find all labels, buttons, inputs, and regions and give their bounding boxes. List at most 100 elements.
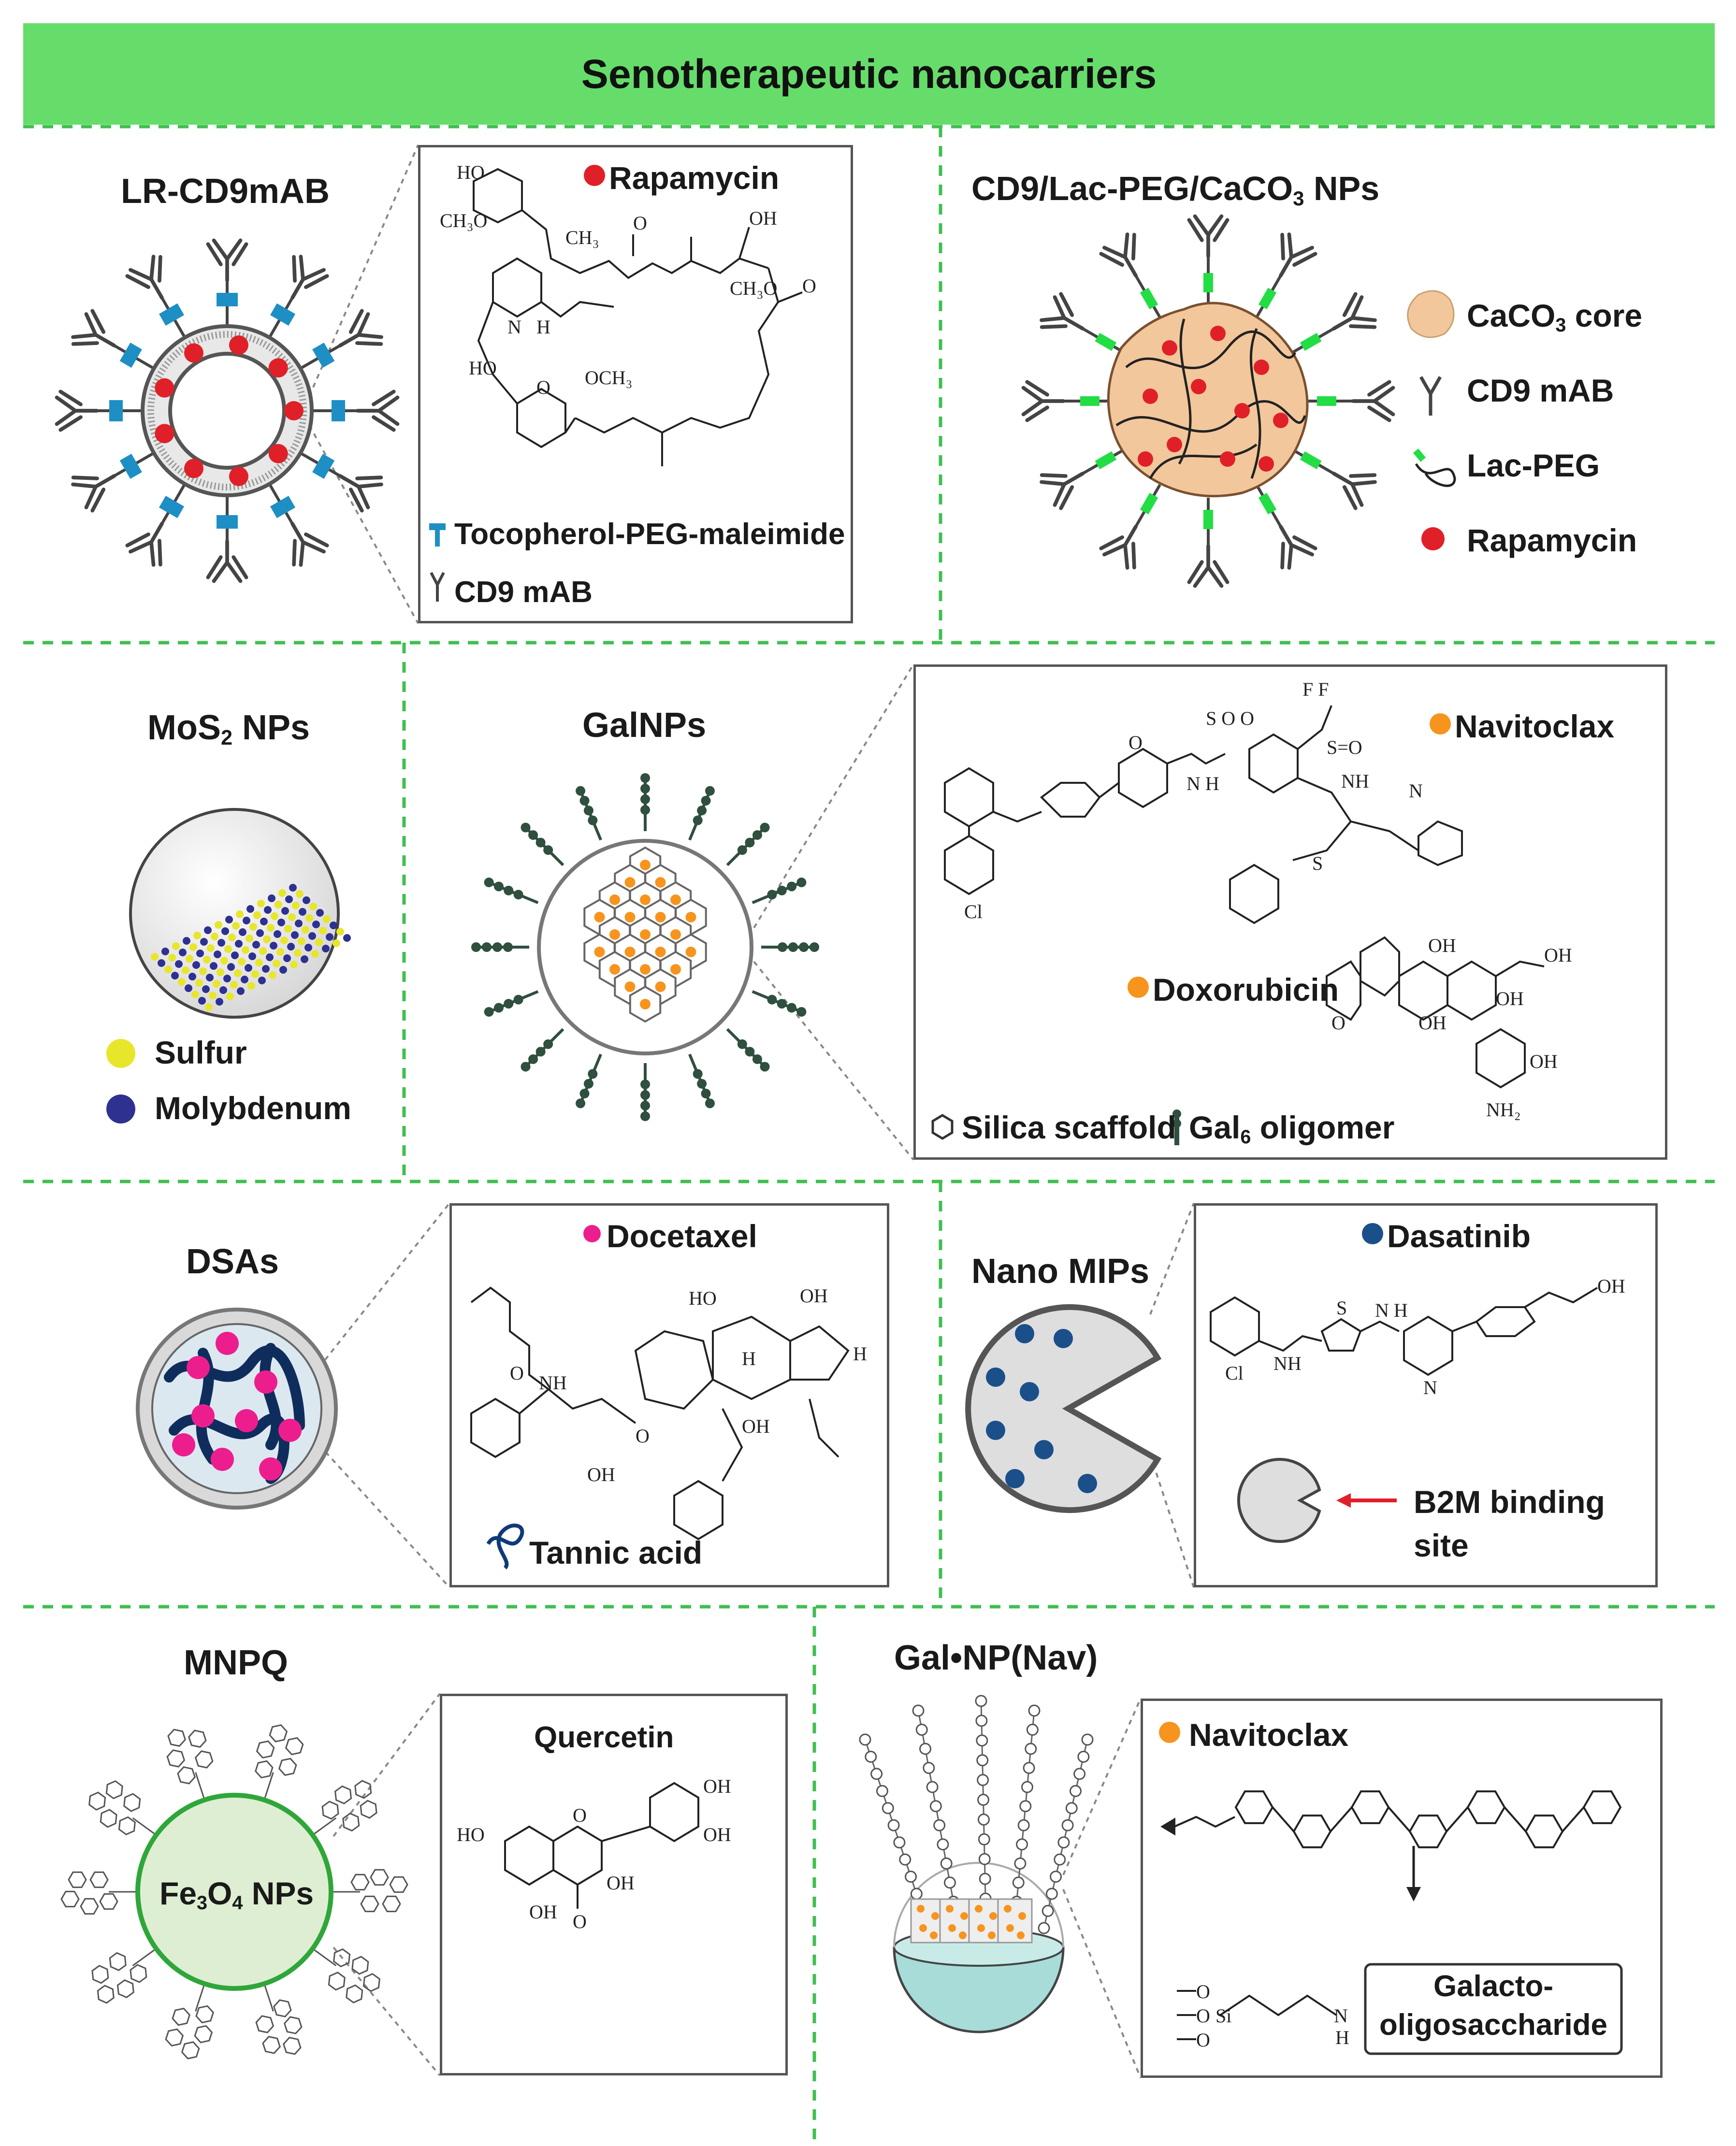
sulfur-atom — [315, 938, 323, 946]
antibody-icon — [1187, 544, 1230, 588]
docetaxel-dot — [254, 1370, 277, 1394]
gal-unit — [482, 942, 492, 952]
docetaxel-dot — [191, 1404, 215, 1427]
sugar-unit — [1014, 1857, 1027, 1870]
sugar-unit — [893, 1836, 906, 1849]
reaction-arrow-head — [1406, 1887, 1421, 1901]
molybdenum-atom — [200, 938, 208, 946]
rapamycin-dot — [184, 343, 203, 363]
sugar-unit — [1081, 1733, 1094, 1746]
sugar-unit — [1069, 1785, 1082, 1797]
drug-dot — [624, 912, 636, 922]
linker-bond — [195, 1986, 205, 2012]
atom-label: OH — [529, 1901, 557, 1923]
drug-dot — [640, 964, 651, 975]
tannic-acid-label: Tannic acid — [529, 1535, 703, 1570]
antibody-icon — [1279, 232, 1317, 278]
linker-bond — [264, 1986, 274, 2012]
sulfur-atom — [257, 900, 265, 907]
silica-hexagon-cluster — [583, 846, 707, 1023]
gal-unit — [640, 784, 650, 793]
sulfur-atom — [238, 958, 246, 965]
atom-label: OH — [1544, 944, 1572, 966]
gal-unit — [701, 1089, 711, 1099]
title-text: NPs — [1304, 170, 1380, 207]
bond — [778, 291, 803, 303]
navitoclax-pores — [910, 1898, 1033, 1944]
label-text: O — [207, 1875, 232, 1911]
atom-label: N — [1334, 2005, 1348, 2027]
atom-label: O — [1196, 2005, 1210, 2027]
cd9-lacpeg-title: CD9/Lac-PEG/CaCO3 NPs — [971, 169, 1380, 210]
quercetin-structure: HO O OH OH OH OH O — [457, 1775, 731, 1932]
zoom-line — [318, 1202, 450, 1368]
gal-oligomer-icon — [1172, 1109, 1181, 1145]
drug-dot — [655, 912, 666, 922]
sugar-unit — [919, 1743, 932, 1755]
molybdenum-atom — [243, 917, 250, 924]
sulfur-label: Sulfur — [155, 1035, 247, 1070]
antibody-icon — [71, 474, 116, 513]
atom-label: N H — [1186, 773, 1219, 794]
gal-unit — [543, 845, 553, 855]
rapamycin-dot — [1259, 456, 1274, 472]
sugar-unit — [1038, 1922, 1050, 1934]
cd9-mab-label: CD9 mAB — [1467, 373, 1614, 408]
atom-label: Cl — [964, 901, 983, 922]
molybdenum-atom — [206, 974, 214, 981]
drug-dot — [640, 999, 651, 1009]
atom-label: H — [853, 1343, 867, 1365]
antibody-icon — [71, 309, 116, 347]
sugar-unit — [937, 1838, 949, 1851]
sulfur-atom — [336, 928, 344, 936]
atom-label: OH — [703, 1775, 731, 1797]
sulfur-atom — [269, 971, 276, 979]
sulfur-atom — [251, 970, 259, 978]
gal-unit — [745, 837, 755, 848]
atom-label: Si — [1215, 2005, 1231, 2027]
sulfur-atom — [296, 890, 304, 898]
navitoclax-dot — [946, 1905, 954, 1913]
label-subscript: 3 — [197, 1892, 208, 1914]
dasatinib-dots — [986, 1324, 1097, 1493]
sulfur-atom — [302, 926, 309, 934]
rapamycin-dot — [1162, 340, 1177, 356]
zoom-line — [333, 1693, 441, 1837]
drug-dot — [594, 912, 605, 922]
quercetin-molecule — [328, 1948, 380, 2003]
sulfur-atom — [195, 979, 203, 987]
molybdenum-atom — [256, 929, 264, 937]
atom-label: HO — [469, 357, 497, 379]
atom-label: CH₃O — [730, 277, 777, 299]
gal-unit — [471, 942, 481, 952]
sugar-unit — [1073, 1768, 1086, 1780]
gal-unit — [752, 1054, 762, 1064]
label-text: NPs — [243, 1875, 314, 1911]
label-text: core — [1566, 298, 1643, 333]
lac-peg-label: Lac-PEG — [1467, 447, 1600, 483]
drug-dot — [640, 894, 651, 905]
dsas-title: DSAs — [186, 1242, 279, 1281]
tocopherol-peg-maleimide — [270, 496, 296, 518]
lr-rapamycin-dots — [155, 335, 304, 486]
atom-label: S — [1312, 852, 1323, 874]
atom-label: NH — [1273, 1353, 1302, 1374]
rapamycin-dot — [284, 401, 304, 420]
oxetane-ring — [789, 1325, 850, 1381]
lac-peg-segment — [1203, 510, 1213, 529]
mip-pacman-particle — [965, 1304, 1162, 1513]
piperazine-ring — [1475, 1306, 1536, 1337]
sulfur-atom — [246, 935, 253, 942]
molybdenum-atom — [188, 973, 196, 980]
rapamycin-dot — [155, 378, 174, 398]
sugar-unit — [1077, 1750, 1090, 1763]
drug-dot — [685, 912, 696, 922]
sulfur-atom — [209, 992, 217, 999]
rapamycin-dot — [1234, 403, 1250, 418]
gal-unit — [787, 1003, 797, 1013]
lac-peg-segment — [1095, 451, 1117, 470]
atom-label: NH — [539, 1372, 567, 1394]
